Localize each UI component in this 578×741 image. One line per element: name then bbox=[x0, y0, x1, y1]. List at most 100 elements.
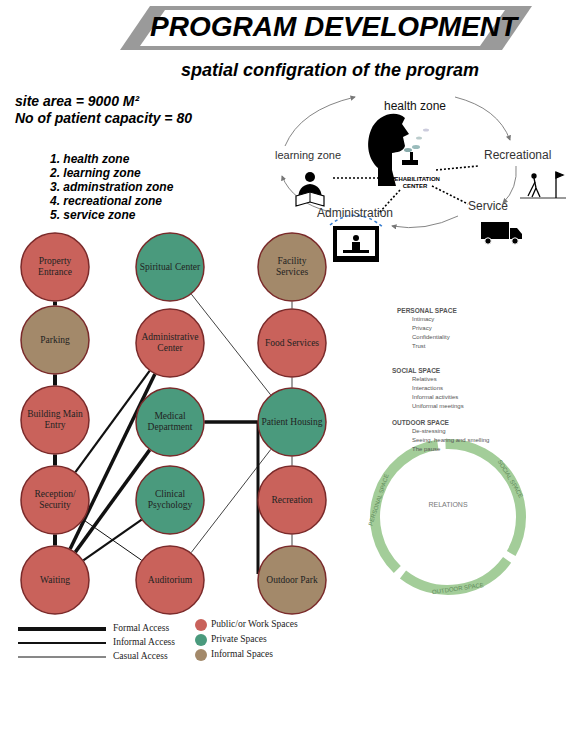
space-circle: Property Entrance bbox=[20, 232, 90, 302]
circle-shape bbox=[136, 233, 204, 301]
text-label: De-stressing bbox=[412, 428, 446, 435]
text-label: PERSONAL SPACE bbox=[397, 307, 457, 314]
access-connector bbox=[292, 457, 293, 466]
legend-text: Casual Access bbox=[113, 651, 168, 661]
circle-shape bbox=[258, 309, 326, 377]
text-label: health zone bbox=[375, 100, 455, 114]
text-label: SOCIAL SPACE bbox=[392, 367, 440, 374]
text-label: 4. recreational zone bbox=[50, 195, 162, 209]
circle-shape bbox=[21, 306, 89, 374]
node-text-box: Parking bbox=[24, 305, 86, 375]
title-text: PROGRAM DEVELOPMENT bbox=[150, 11, 510, 43]
node-text-box: Food Services bbox=[261, 308, 323, 378]
text-label: Intimacy bbox=[412, 316, 434, 323]
node-text: Parking bbox=[40, 335, 70, 346]
node-text-box: Medical Department bbox=[139, 387, 201, 457]
node-text: Recreation bbox=[271, 495, 312, 506]
text-label: Administration bbox=[317, 207, 393, 221]
space-circle: Patient Housing bbox=[257, 387, 327, 457]
space-circle: Food Services bbox=[257, 308, 327, 378]
text-label: 5. service zone bbox=[50, 209, 135, 223]
node-text: Waiting bbox=[40, 575, 70, 586]
circle-shape bbox=[258, 546, 326, 614]
node-text-box: Waiting bbox=[24, 545, 86, 615]
legend-text: Public/or Work Spaces bbox=[211, 619, 298, 629]
circle-shape bbox=[258, 388, 326, 456]
node-text: Spiritual Center bbox=[140, 262, 200, 273]
node-text-box: Reception/ Security bbox=[24, 465, 86, 535]
node-text: Reception/ Security bbox=[24, 489, 86, 511]
legend-text: Formal Access bbox=[113, 623, 169, 633]
text-label: Confidentiality bbox=[412, 334, 450, 341]
node-text: Clinical Psychology bbox=[139, 489, 201, 511]
text-label: Recreational bbox=[484, 149, 551, 163]
text-label: Privacy bbox=[412, 325, 432, 332]
space-circle: Recreation bbox=[257, 465, 327, 535]
desk-icon bbox=[330, 215, 384, 262]
space-circle: Outdoor Park bbox=[257, 545, 327, 615]
node-text-box: Auditorium bbox=[139, 545, 201, 615]
space-circle: Building Main Entry bbox=[20, 385, 90, 455]
circle-shape bbox=[258, 233, 326, 301]
legend-line-samples bbox=[18, 629, 106, 657]
circle-shape bbox=[21, 466, 89, 534]
node-text-box: Administrative Center bbox=[139, 308, 201, 378]
node-text: Property Entrance bbox=[24, 256, 86, 278]
text-label: Uniformal meetings bbox=[412, 403, 464, 410]
access-connector bbox=[292, 535, 293, 546]
text-label: SOCIAL SPACE bbox=[496, 459, 524, 500]
text-label: No of patient capacity = 80 bbox=[15, 110, 192, 126]
space-circle: Parking bbox=[20, 305, 90, 375]
reader-icon bbox=[296, 172, 324, 206]
text-label: site area = 9000 M² bbox=[15, 93, 139, 109]
text-label: REHABILITATION CENTER bbox=[385, 176, 445, 190]
node-text: Administrative Center bbox=[139, 332, 201, 354]
node-text: Food Services bbox=[265, 338, 319, 349]
node-text-box: Spiritual Center bbox=[139, 232, 201, 302]
text-label: 1. health zone bbox=[50, 153, 129, 167]
space-circle: Medical Department bbox=[135, 387, 205, 457]
access-connector bbox=[292, 378, 293, 388]
node-text: Facility Services bbox=[261, 256, 323, 278]
access-connector bbox=[292, 302, 293, 309]
circle-shape bbox=[136, 309, 204, 377]
legend-swatch bbox=[195, 634, 207, 646]
space-circle: Spiritual Center bbox=[135, 232, 205, 302]
node-text-box: Facility Services bbox=[261, 232, 323, 302]
cycle-arrows bbox=[282, 97, 516, 228]
node-text-box: Outdoor Park bbox=[261, 545, 323, 615]
circle-shape bbox=[258, 466, 326, 534]
circle-shape bbox=[136, 546, 204, 614]
circle-shape bbox=[21, 233, 89, 301]
node-text-box: Patient Housing bbox=[261, 387, 323, 457]
node-text-box: Recreation bbox=[261, 465, 323, 535]
space-circle: Reception/ Security bbox=[20, 465, 90, 535]
access-connector bbox=[53, 535, 57, 546]
space-circle: Facility Services bbox=[257, 232, 327, 302]
legend-text: Private Spaces bbox=[211, 634, 267, 644]
space-circle: Auditorium bbox=[135, 545, 205, 615]
legend-swatch bbox=[195, 649, 207, 661]
legend-text: Informal Access bbox=[113, 637, 175, 647]
access-connector bbox=[53, 375, 57, 386]
truck-icon bbox=[481, 222, 522, 244]
text-label: learning zone bbox=[275, 149, 341, 162]
access-connector bbox=[205, 422, 259, 574]
circle-shape bbox=[21, 386, 89, 454]
text-label: OUTDOOR SPACE bbox=[392, 419, 449, 426]
node-text-box: Building Main Entry bbox=[24, 385, 86, 455]
node-text: Auditorium bbox=[148, 575, 192, 586]
text-label: 2. learning zone bbox=[50, 167, 141, 181]
node-text: Building Main Entry bbox=[24, 409, 86, 431]
text-label: Service bbox=[468, 200, 508, 214]
access-connector bbox=[83, 520, 141, 561]
space-circle: Administrative Center bbox=[135, 308, 205, 378]
text-label: RELATIONS bbox=[418, 501, 478, 509]
circle-shape bbox=[136, 388, 204, 456]
text-label: Seeing, hearing and smelling bbox=[412, 437, 489, 444]
legend-text: Informal Spaces bbox=[211, 649, 273, 659]
text-label: 3. adminstration zone bbox=[50, 181, 173, 195]
hand-sprout-icon bbox=[402, 129, 429, 166]
space-circle: Waiting bbox=[20, 545, 90, 615]
